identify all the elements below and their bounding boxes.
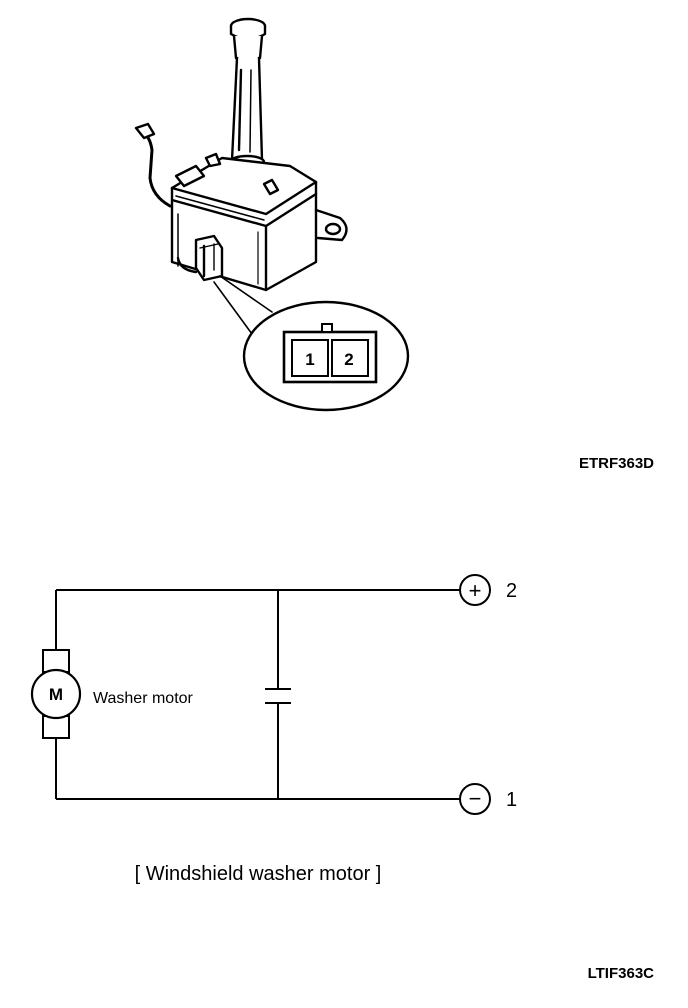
illustration-figure-code: ETRF363D	[579, 455, 654, 472]
negative-terminal-sign: −	[469, 786, 482, 811]
connector-detail-view: 1 2	[242, 300, 410, 412]
motor-label: Washer motor	[93, 690, 194, 707]
pump-connector	[194, 234, 224, 282]
positive-terminal: + 2	[459, 574, 517, 606]
schematic-figure-code: LTIF363C	[588, 965, 655, 982]
positive-terminal-pin: 2	[506, 580, 517, 602]
wire-harness	[140, 130, 172, 208]
filler-neck	[228, 56, 266, 170]
connector-pin-2-label: 2	[344, 350, 353, 369]
connector-pin-1-cell	[291, 339, 329, 377]
connector-pin-1-label: 1	[305, 350, 314, 369]
filler-cap	[229, 17, 267, 63]
motor-symbol-letter: M	[49, 685, 63, 704]
capacitor-symbol	[265, 688, 291, 704]
motor-symbol: M	[30, 649, 82, 739]
washer-reservoir-illustration	[134, 17, 348, 335]
diagram-caption: [ Windshield washer motor ]	[135, 863, 382, 885]
connector-pin-2-cell	[331, 339, 369, 377]
schematic-wiring	[55, 589, 460, 800]
positive-terminal-sign: +	[469, 578, 482, 603]
mounting-bracket	[314, 208, 348, 242]
negative-terminal-pin: 1	[506, 789, 517, 811]
negative-terminal: − 1	[459, 783, 517, 815]
